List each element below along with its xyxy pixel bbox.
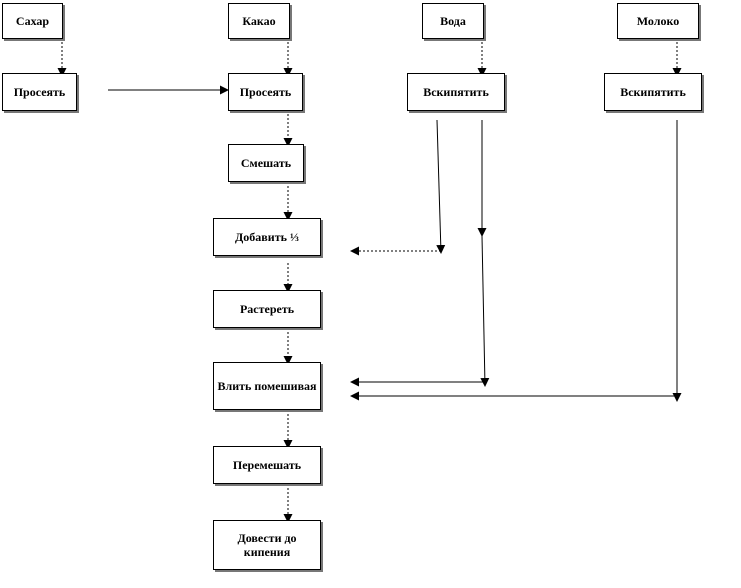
step-boil-milk: Вскипятить xyxy=(604,73,702,111)
step-sift-sugar: Просеять xyxy=(2,73,77,111)
step-mix: Смешать xyxy=(228,144,304,182)
step-bring-to-boil: Довести до кипения xyxy=(213,520,321,570)
input-milk: Молоко xyxy=(617,3,699,39)
step-boil-water: Вскипятить xyxy=(407,73,505,111)
input-water: Вода xyxy=(422,3,484,39)
step-sift-cocoa: Просеять xyxy=(228,73,303,111)
arrow-water-line-2b xyxy=(480,235,490,387)
arrow-water-line-1 xyxy=(436,119,446,254)
input-cocoa: Какао xyxy=(228,3,290,39)
step-grind: Растереть xyxy=(213,290,321,328)
step-stir: Перемешать xyxy=(213,446,321,484)
step-pour-stirring: Влить помешивая xyxy=(213,362,321,410)
step-add-third: Добавить ⅓ xyxy=(213,218,321,256)
input-sugar: Сахар xyxy=(2,3,63,39)
